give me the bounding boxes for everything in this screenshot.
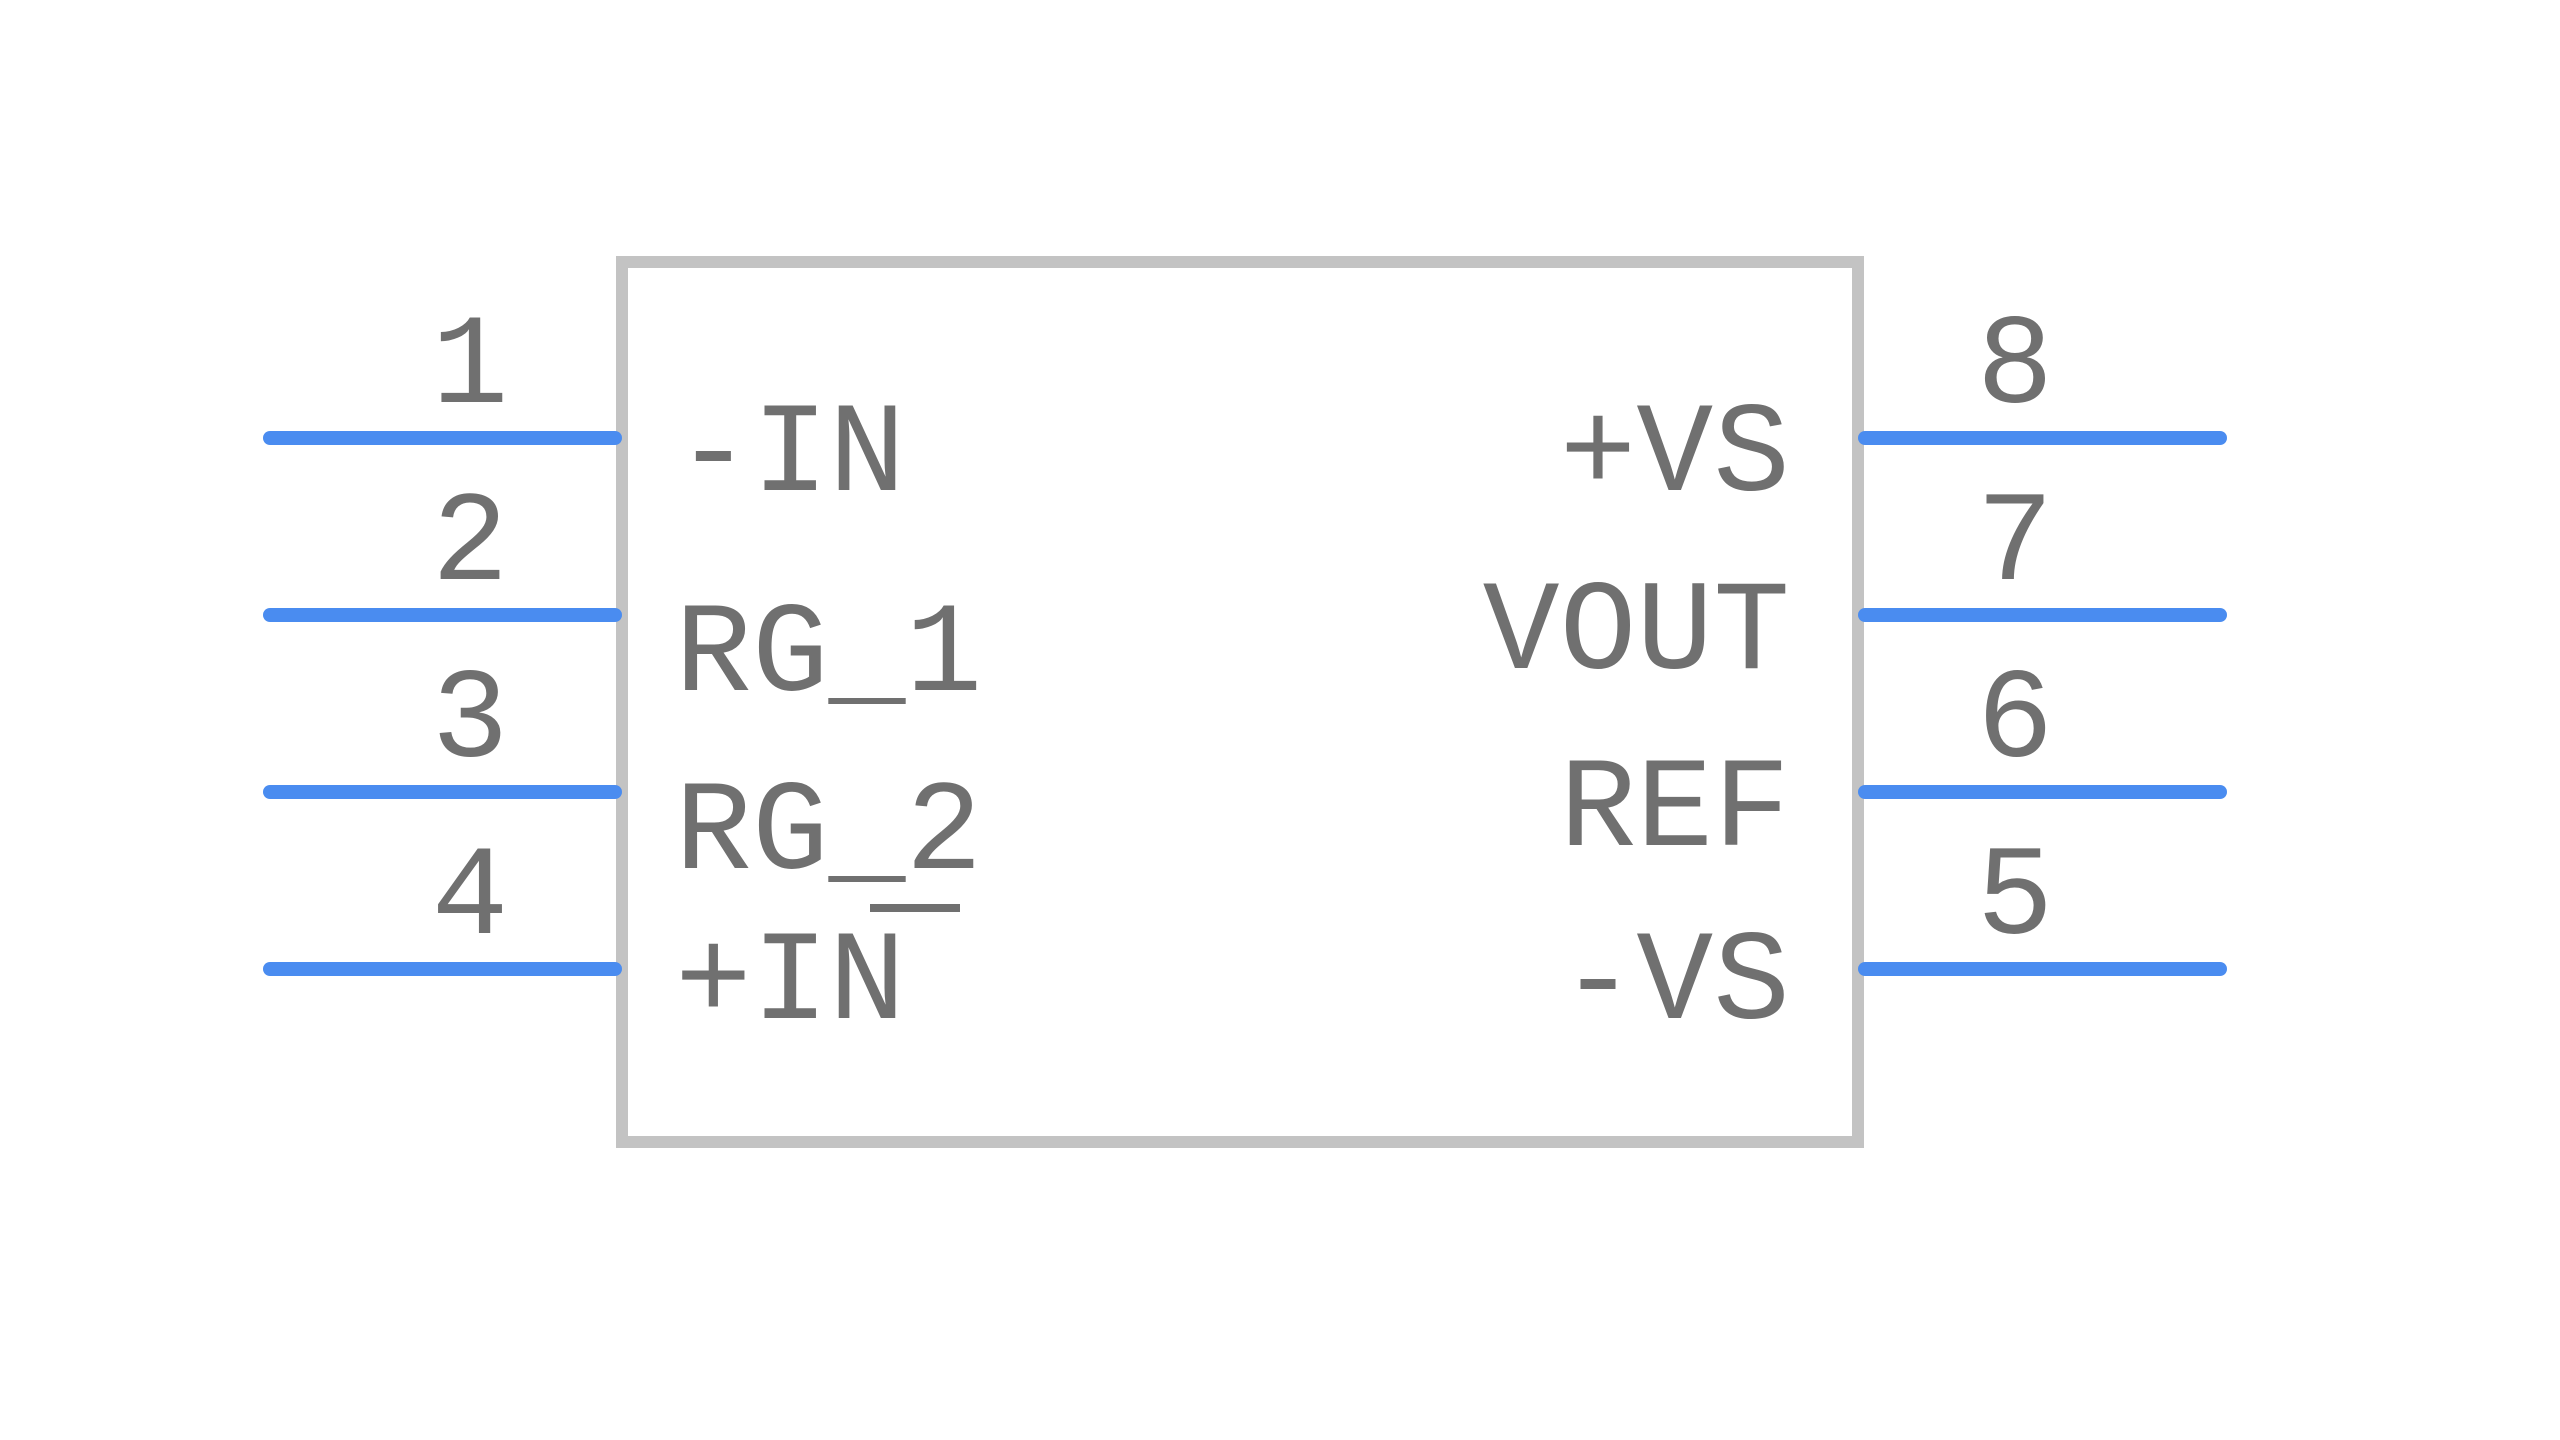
pin-8-label: +VS <box>1560 384 1790 529</box>
pin-8-number: 8 <box>1977 296 2054 441</box>
pin-1-label: -IN <box>675 384 905 529</box>
pin-7-label: VOUT <box>1483 562 1790 707</box>
pin-4-label: +IN <box>675 912 905 1057</box>
pin-5-label: -VS <box>1560 912 1790 1057</box>
pin-6-number: 6 <box>1977 650 2054 795</box>
pin-3-number: 3 <box>432 650 509 795</box>
pin-1-number: 1 <box>432 296 509 441</box>
pin-2-label: RG_1 <box>675 584 982 729</box>
pin-7-number: 7 <box>1977 473 2054 618</box>
pin-5-number: 5 <box>1977 827 2054 972</box>
pin-3-label: RG_2 <box>675 762 982 907</box>
pin-4-number: 4 <box>432 827 509 972</box>
component-body <box>616 256 1864 1148</box>
pin-2-number: 2 <box>432 473 509 618</box>
pin-6-label: REF <box>1560 739 1790 884</box>
